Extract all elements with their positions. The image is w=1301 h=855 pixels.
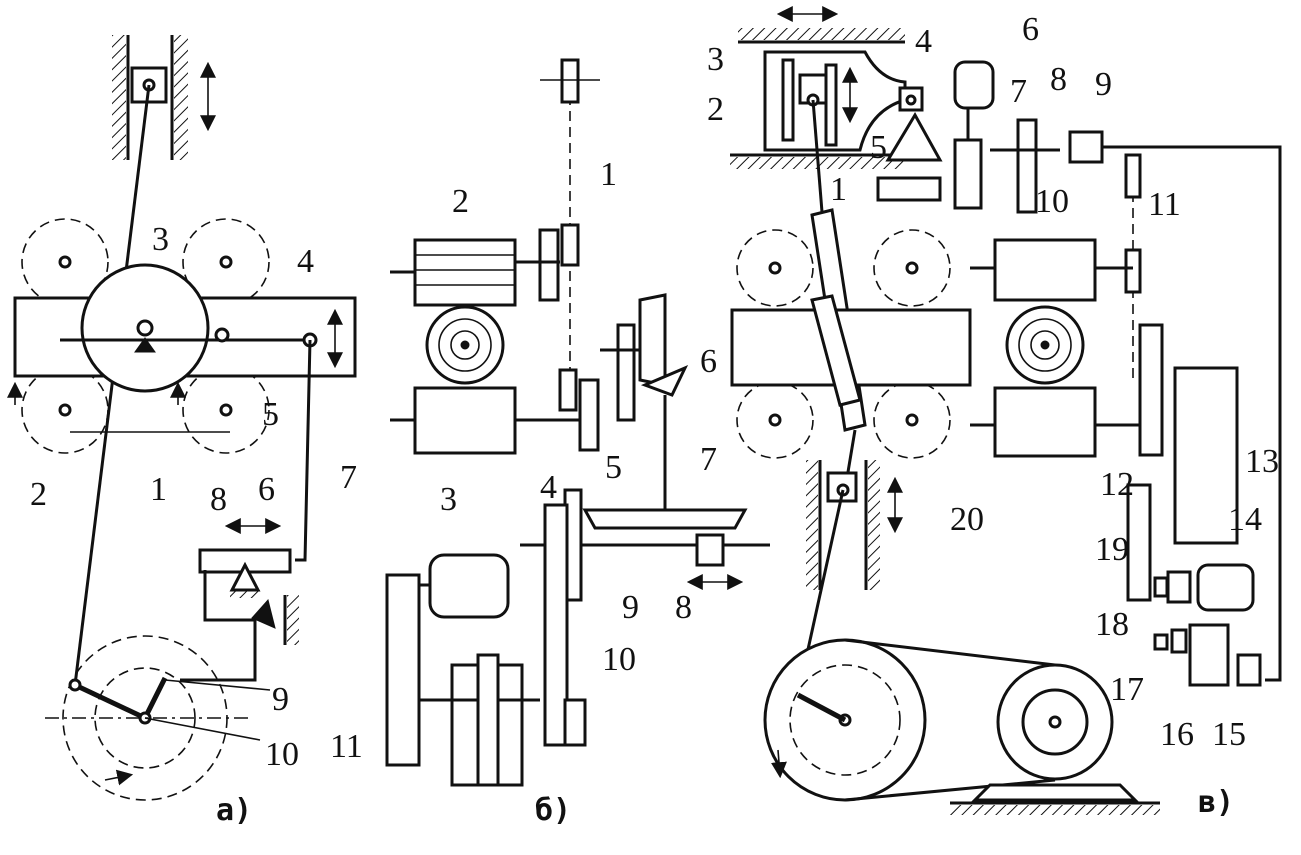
label-a-9: 9: [272, 681, 289, 718]
label-c-11: 11: [1148, 186, 1181, 223]
drive-belt: [844, 638, 1056, 802]
label-a-7: 7: [340, 459, 357, 496]
link-7: [295, 339, 312, 562]
rotation-arrow-icon: [7, 381, 186, 405]
gearbox-13: [1173, 366, 1239, 545]
label-a-2: 2: [30, 476, 47, 513]
c-gear-ul: [736, 229, 814, 307]
label-b-5: 5: [605, 449, 622, 486]
roller-20: [993, 386, 1097, 458]
label-c-16: 16: [1160, 716, 1194, 753]
lower-right-gear: [182, 366, 270, 454]
label-a-8: 8: [210, 481, 227, 518]
label-c-20: 20: [950, 501, 984, 538]
belt-10: [543, 503, 569, 747]
connecting-rod: [73, 84, 151, 686]
unit-16: [1188, 623, 1230, 687]
label-c-3: 3: [707, 41, 724, 78]
caption-b: б): [535, 793, 571, 828]
caption-a: а): [216, 793, 252, 828]
label-c-19: 19: [1095, 531, 1129, 568]
motor-14: [1196, 563, 1255, 612]
label-a-3: 3: [152, 221, 169, 258]
label-c-8: 8: [1050, 61, 1067, 98]
label-a-10: 10: [265, 736, 299, 773]
label-a-1: 1: [150, 471, 167, 508]
label-c-18: 18: [1095, 606, 1129, 643]
hatched-support-icon: [112, 35, 188, 160]
c-gear-ur: [873, 229, 951, 307]
label-b-10: 10: [602, 641, 636, 678]
label-a-6: 6: [258, 471, 275, 508]
unit-15: [1236, 653, 1262, 687]
motor-6: [953, 60, 995, 110]
label-c-7: 7: [1010, 73, 1027, 110]
panel-c: [730, 6, 1282, 815]
label-c-15: 15: [1212, 716, 1246, 753]
label-c-13: 13: [1245, 443, 1279, 480]
label-c-4: 4: [915, 23, 932, 60]
screw-7: [953, 138, 983, 210]
label-c-1: 1: [830, 171, 847, 208]
label-c-12: 12: [1100, 466, 1134, 503]
label-b-9: 9: [622, 589, 639, 626]
friction-plate: [582, 508, 748, 530]
label-b-7: 7: [700, 441, 717, 478]
label-c-6: 6: [1022, 11, 1039, 48]
roller-10: [993, 238, 1097, 302]
label-b-3: 3: [440, 481, 457, 518]
slider-8: [695, 533, 725, 567]
roller-2: [413, 238, 517, 307]
label-c-10: 10: [1035, 183, 1069, 220]
label-c-2: 2: [707, 91, 724, 128]
crank-circle-inner: [94, 667, 196, 769]
motor: [428, 553, 510, 619]
label-b-6: 6: [700, 343, 717, 380]
bevel-gear-6: [640, 365, 689, 397]
label-b-8: 8: [675, 589, 692, 626]
roller-3: [413, 386, 517, 455]
panel-a: [7, 35, 357, 801]
label-b-2: 2: [452, 183, 469, 220]
label-b-11: 11: [330, 728, 363, 765]
label-b-1: 1: [600, 156, 617, 193]
cone-cam: [885, 112, 943, 162]
label-c-14: 14: [1228, 501, 1262, 538]
caption-c: в): [1198, 785, 1234, 820]
label-b-4: 4: [540, 469, 557, 506]
motor-base: [971, 783, 1139, 802]
panel-b: [385, 58, 770, 787]
label-c-5: 5: [870, 129, 887, 166]
label-a-5: 5: [262, 396, 279, 433]
label-c-9: 9: [1095, 66, 1112, 103]
lower-left-gear: [21, 366, 109, 454]
label-a-4: 4: [297, 243, 314, 280]
label-c-17: 17: [1110, 671, 1144, 708]
